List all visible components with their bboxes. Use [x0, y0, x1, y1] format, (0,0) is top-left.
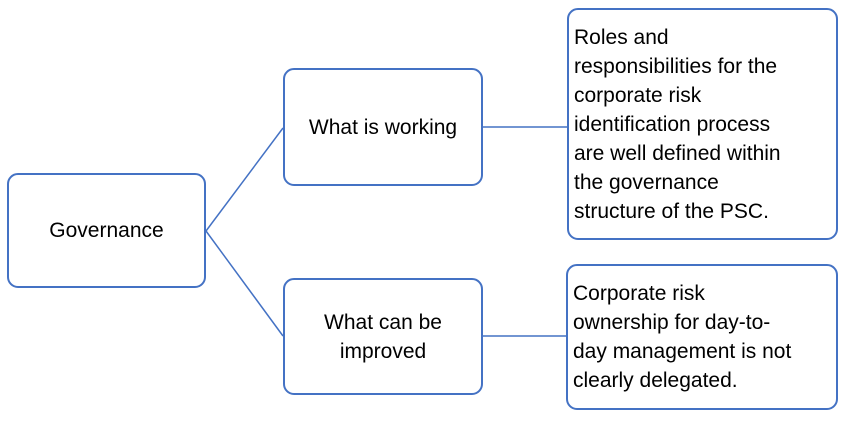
node-what-can-be-improved-label: What can be improved	[324, 310, 442, 363]
node-governance-label: Governance	[49, 219, 164, 242]
node-improved-detail-text: Corporate risk ownership for day-to- day…	[573, 282, 792, 392]
node-improved-detail: Corporate risk ownership for day-to- day…	[566, 264, 838, 410]
connector-root-to-branch-1	[205, 127, 284, 232]
node-working-detail: Roles and responsibilities for the corpo…	[567, 8, 838, 240]
node-what-can-be-improved: What can be improved	[283, 278, 483, 395]
node-working-detail-text: Roles and responsibilities for the corpo…	[574, 25, 781, 223]
node-governance: Governance	[7, 173, 206, 288]
node-what-is-working: What is working	[283, 68, 483, 186]
node-what-is-working-label: What is working	[308, 115, 458, 139]
connector-root-to-branch-2	[205, 230, 284, 337]
